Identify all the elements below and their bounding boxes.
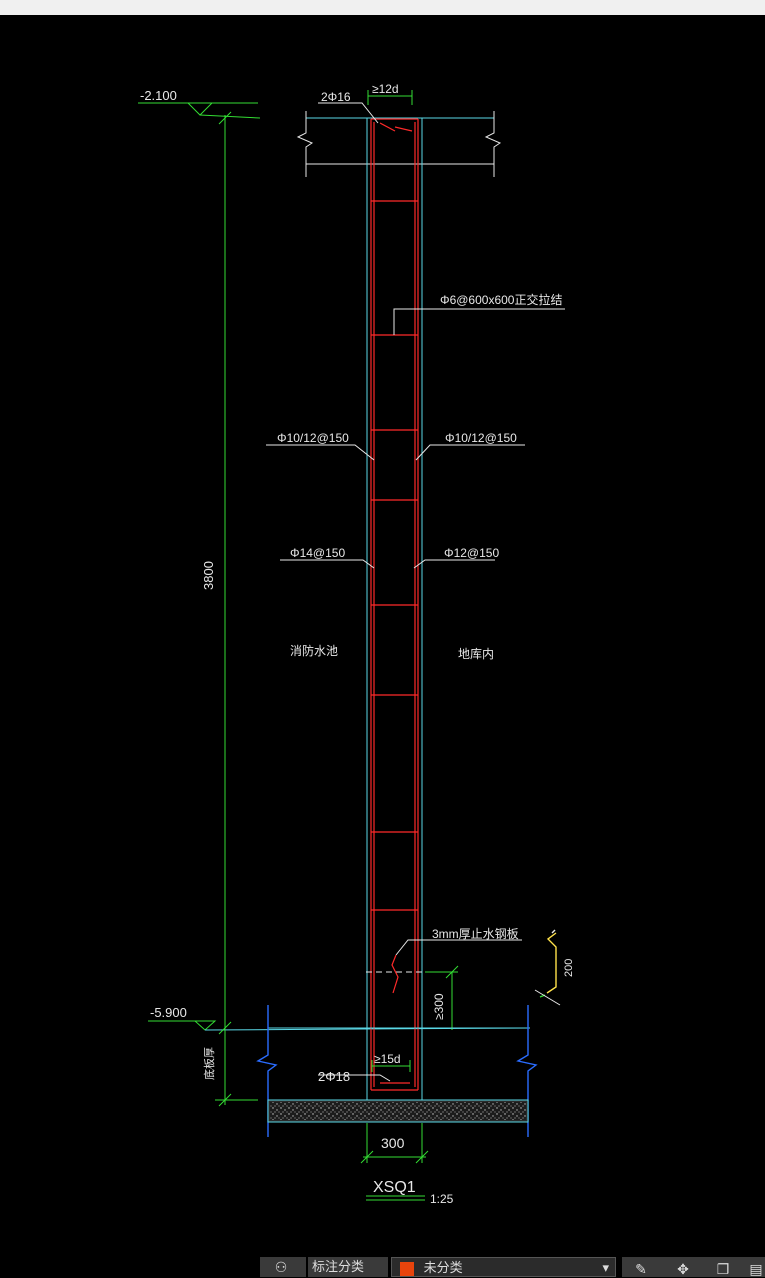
width-dimension-line	[360, 1123, 429, 1164]
rebar-cage	[370, 118, 419, 1091]
layer-dropdown[interactable]: 未分类 ▾	[391, 1257, 616, 1277]
height-dimension-line	[215, 111, 258, 1107]
base-slab	[256, 1005, 538, 1137]
waterstop-height-text: ≥300	[432, 993, 446, 1020]
right-zone-text: 地库内	[458, 646, 494, 661]
leader-lines	[266, 102, 565, 1082]
right-horizontal-text: Φ10/12@150	[445, 431, 517, 445]
waterstop-plate	[366, 954, 459, 1030]
top-anchor-text: ≥12d	[372, 82, 399, 96]
right-vertical-text: Φ12@150	[444, 546, 499, 560]
section-title-text: XSQ1	[373, 1179, 416, 1196]
slab-label-text: 底板厚	[202, 1047, 216, 1080]
elevation-top-mark	[138, 102, 261, 119]
edit-icon[interactable]: ✎	[635, 1261, 647, 1277]
tie-label-text: Φ6@600x600正交拉结	[440, 292, 562, 307]
left-vertical-text: Φ14@150	[290, 546, 345, 560]
cad-drawing: -2.100 -5.900 3800 底板厚	[138, 82, 575, 1206]
annotation-scale-dropdown[interactable]: 标注分类	[308, 1257, 388, 1277]
elevation-top-text: -2.100	[140, 88, 177, 103]
waterstop-detail	[534, 929, 561, 1006]
bottom-bars-text: 2Φ18	[318, 1069, 350, 1084]
annotation-visibility-icon: ⚇	[274, 1259, 288, 1275]
wall-width-text: 300	[381, 1135, 405, 1151]
layer-label: 未分类	[423, 1260, 463, 1275]
bottom-anchor-dimension	[371, 1060, 411, 1072]
bottom-anchor-text: ≥15d	[374, 1052, 401, 1066]
elevation-bottom-text: -5.900	[150, 1005, 187, 1020]
annotation-scale-label: 标注分类	[312, 1259, 365, 1274]
height-dimension-text: 3800	[201, 561, 216, 590]
tool-icons: ✎ ✥ ❐ ▤	[622, 1257, 765, 1277]
annotation-toggle[interactable]: ⚇	[260, 1257, 306, 1277]
drawing-canvas[interactable]: -2.100 -5.900 3800 底板厚	[0, 15, 765, 1255]
move-icon[interactable]: ✥	[677, 1261, 689, 1277]
left-horizontal-text: Φ10/12@150	[277, 431, 349, 445]
top-bars-text: 2Φ16	[321, 90, 351, 104]
section-scale-text: 1:25	[430, 1192, 454, 1206]
section-title-underline	[366, 1195, 425, 1201]
waterstop-text: 3mm厚止水钢板	[432, 927, 519, 941]
top-anchor-dimension	[367, 90, 413, 105]
chevron-down-icon: ▾	[602, 1260, 609, 1275]
status-bar: ⚇ 标注分类 未分类 ▾ ✎ ✥ ❐ ▤	[0, 1255, 765, 1277]
window-top-bar	[0, 0, 765, 15]
elevation-bottom-mark	[148, 1020, 531, 1031]
more-icon[interactable]: ▤	[749, 1261, 763, 1277]
top-slab-outline	[296, 111, 502, 177]
left-zone-text: 消防水池	[290, 643, 338, 658]
copy-icon[interactable]: ❐	[716, 1261, 730, 1277]
layer-color-swatch	[400, 1261, 414, 1276]
wall-outline	[366, 118, 423, 1100]
waterstop-dim-text: 200	[563, 959, 575, 977]
